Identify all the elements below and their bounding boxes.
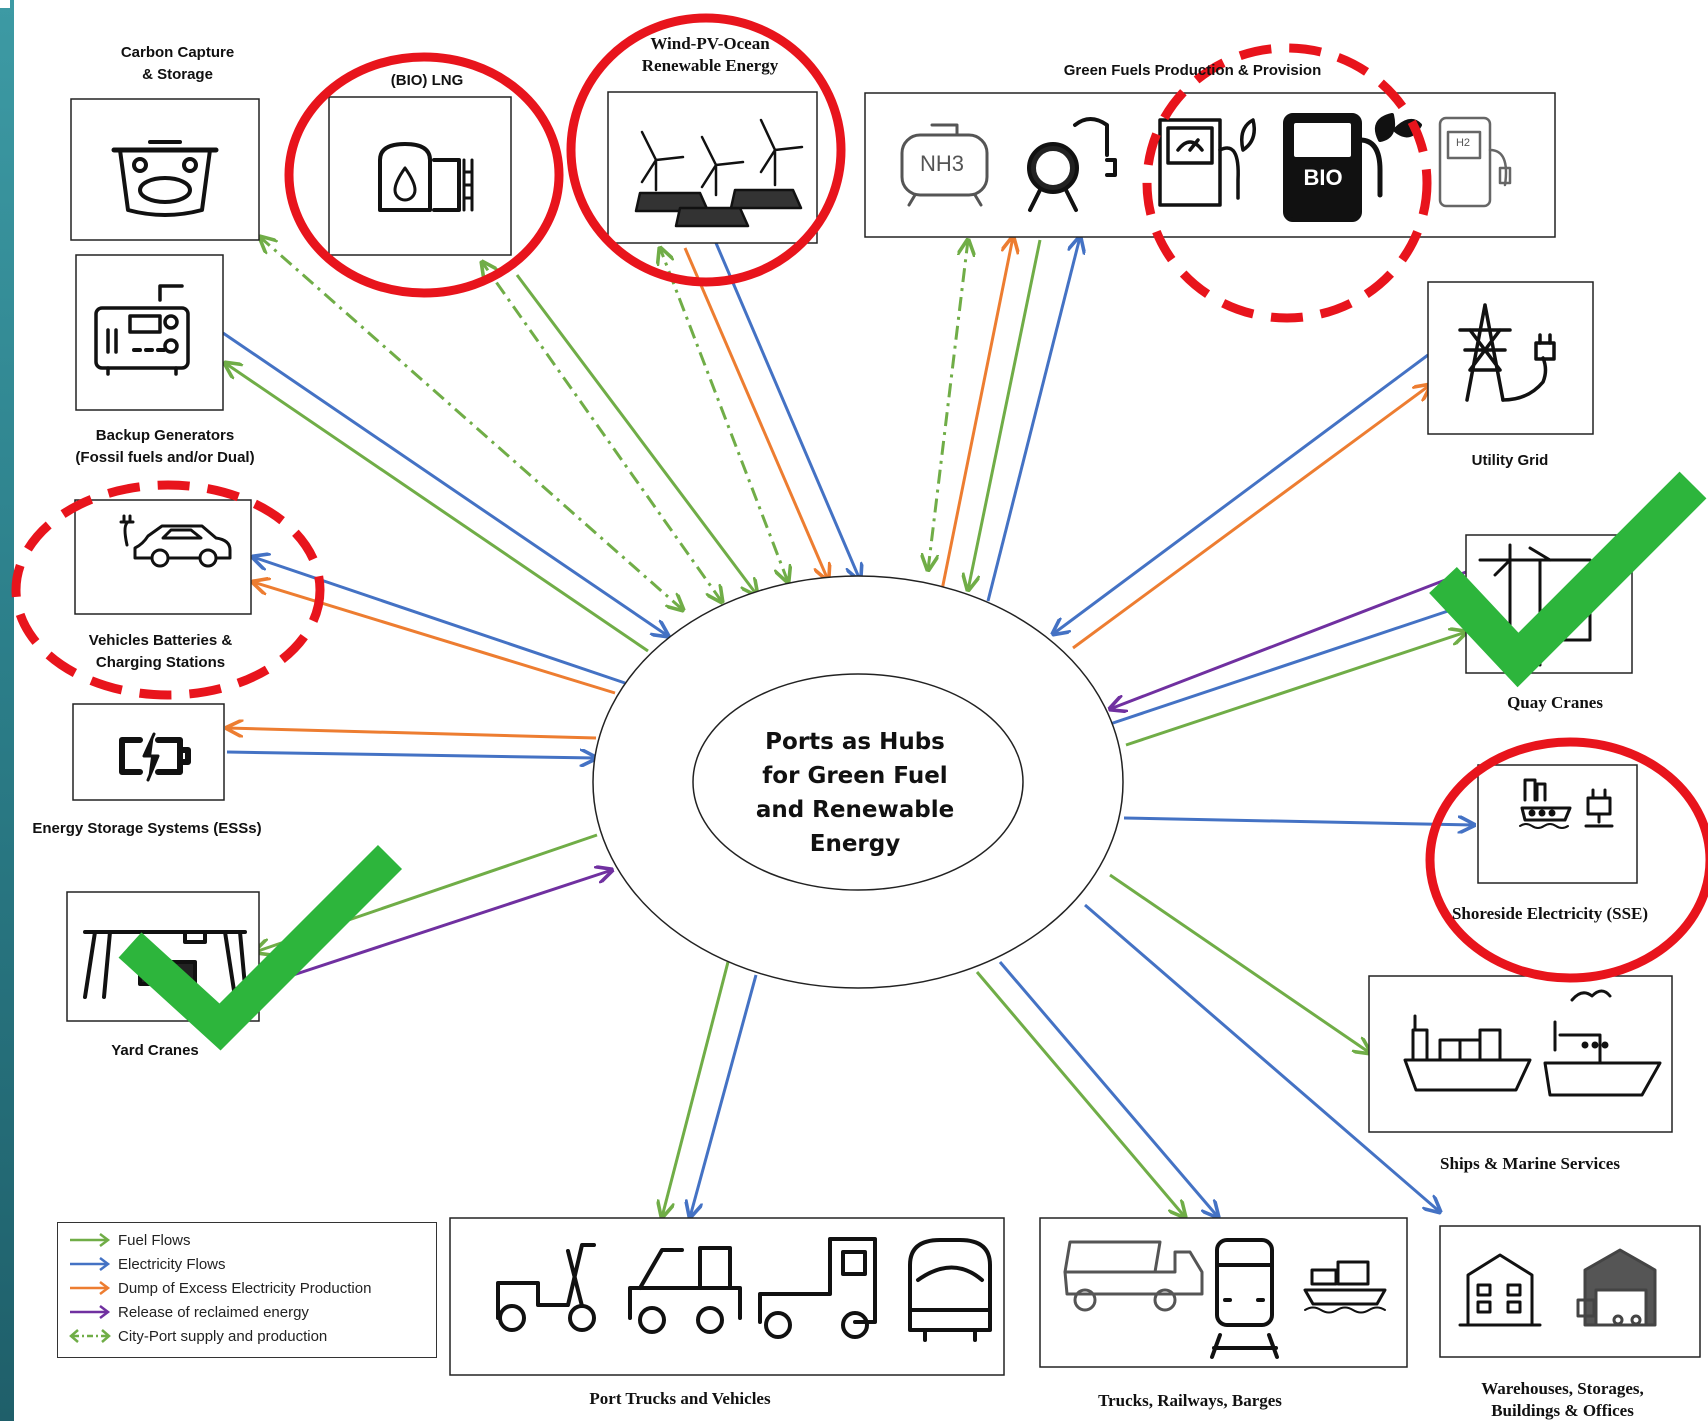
ev-charging-car-icon [119, 514, 232, 568]
arrow-city-port-wind [660, 248, 788, 582]
hub-inner-ellipse [692, 673, 1024, 891]
utility-grid-box [1427, 281, 1594, 435]
legend-item-city-port: City-Port supply and production [68, 1325, 327, 1347]
arrow-elec-grid [1053, 353, 1429, 634]
arrow-dump-grid [1072, 385, 1430, 650]
warehouse-forklift-icon [1576, 1248, 1657, 1327]
arrow-elec-warehouses [1084, 903, 1440, 1212]
arrow-elec-ess [226, 752, 596, 758]
cargo-ship-icon [1403, 989, 1662, 1097]
slide-edge-bar [0, 0, 14, 1421]
arrow-fuel-port-trucks [662, 961, 730, 1217]
arrow-elec-backup [222, 331, 668, 636]
vehicles-batteries-label: Vehicles Batteries &Charging Stations [88, 632, 233, 671]
h2-label: H2 [1045, 161, 1061, 175]
arrow-fuel-ships [1109, 873, 1370, 1053]
arrow-dump-green [940, 237, 1013, 591]
wind-solar-icon [634, 118, 804, 228]
checkmark-yard [118, 844, 403, 1051]
h2-pump-label: H2 [1455, 137, 1471, 149]
arrow-fuel-green [968, 239, 1042, 590]
bio-fuel-pump-icon [1283, 113, 1422, 222]
warehouses-label: Warehouses, Storages,Buildings & Offices [1481, 1379, 1644, 1421]
arrow-dump-vehicles [253, 582, 616, 695]
quay-cranes-label: Quay Cranes [1507, 693, 1603, 712]
energy-storage-label: Energy Storage Systems (ESSs) [32, 820, 262, 837]
generator-icon [94, 284, 190, 376]
bio-lng-box [328, 96, 512, 256]
arrow-elec-port-trucks [690, 974, 758, 1217]
car-front-icon [908, 1238, 992, 1342]
box-truck-icon [758, 1237, 877, 1339]
scooter-icon [496, 1243, 596, 1332]
battery-charging-icon [119, 732, 191, 782]
co2-container-icon [111, 140, 219, 217]
warehouses-box [1439, 1225, 1701, 1358]
arrow-dump-wind [683, 247, 828, 580]
lng-tank-icon [378, 142, 474, 212]
sse-box [1477, 764, 1638, 884]
dump-truck-icon [1063, 1240, 1204, 1312]
ships-marine-label: Ships & Marine Services [1440, 1154, 1620, 1173]
tow-truck-icon [628, 1246, 742, 1334]
barge-icon [1303, 1260, 1387, 1314]
nh3-label: NH3 [920, 151, 965, 176]
yard-cranes-label: Yard Cranes [111, 1042, 199, 1059]
checkmark-quay [1429, 471, 1707, 688]
ships-marine-box [1368, 975, 1673, 1133]
green-fuels-label: Green Fuels Production & Provision [1063, 62, 1322, 79]
arrow-elec-trucks [998, 961, 1218, 1217]
highlight-circle-sse [1425, 737, 1708, 983]
trucks-railways-label: Trucks, Railways, Barges [1098, 1391, 1282, 1410]
legend-item-fuel: Fuel Flows [68, 1229, 191, 1251]
highlight-dashed-bio [1142, 43, 1432, 323]
highlight-circle-wind [566, 13, 846, 287]
power-tower-plug-icon [1458, 303, 1556, 402]
arrow-reclaimed-yard [277, 870, 612, 982]
bio-label: BIO [1303, 165, 1343, 190]
arrow-fuel-trucks [975, 971, 1185, 1217]
highlight-circle-lng [284, 52, 564, 298]
green-fuels-box [864, 92, 1556, 238]
h2-pump-icon [1438, 116, 1512, 208]
nh3-tank-icon [900, 123, 989, 207]
arrow-elec-wind [714, 242, 860, 580]
legend-item-dump: Dump of Excess Electricity Production [68, 1277, 371, 1299]
arrow-city-port-carbon [260, 237, 683, 610]
shore-power-ship-icon [1519, 778, 1614, 829]
arrow-city-port-green [928, 240, 968, 570]
slide-edge-notch [0, 0, 10, 8]
arrow-dump-ess [227, 728, 597, 740]
office-building-icon [1458, 1253, 1542, 1327]
fuel-gauge-pump-icon [1158, 118, 1256, 207]
legend-item-electricity: Electricity Flows [68, 1253, 226, 1275]
utility-grid-label: Utility Grid [1471, 452, 1549, 469]
arrow-elec-green [986, 237, 1080, 602]
hydrogen-dispenser-icon [1027, 117, 1117, 212]
legend: Fuel Flows Electricity Flows Dump of Exc… [57, 1222, 437, 1358]
arrow-fuel-quay [1125, 632, 1466, 747]
arrow-elec-quay [1109, 605, 1466, 726]
arrow-reclaimed-quay [1110, 570, 1467, 709]
backup-generators-label: Backup Generators(Fossil fuels and/or Du… [75, 427, 255, 466]
arrow-elec-vehicles [253, 557, 626, 685]
bio-lng-label: (BIO) LNG [390, 72, 464, 89]
legend-item-reclaimed: Release of reclaimed energy [68, 1301, 309, 1323]
arrow-fuel-lng [515, 274, 757, 595]
train-icon [1210, 1238, 1279, 1359]
arrow-elec-sse [1123, 818, 1474, 825]
port-trucks-box [449, 1217, 1005, 1376]
carbon-capture-label: Carbon Capture& Storage [120, 44, 235, 83]
carbon-capture-box [70, 98, 260, 241]
highlight-dashed-vehicles [11, 480, 325, 700]
port-trucks-label: Port Trucks and Vehicles [589, 1389, 771, 1408]
flow-arrows [223, 237, 1474, 1217]
arrow-city-port-lng [482, 262, 722, 602]
sse-label: Shoreside Electricity (SSE) [1451, 904, 1649, 923]
